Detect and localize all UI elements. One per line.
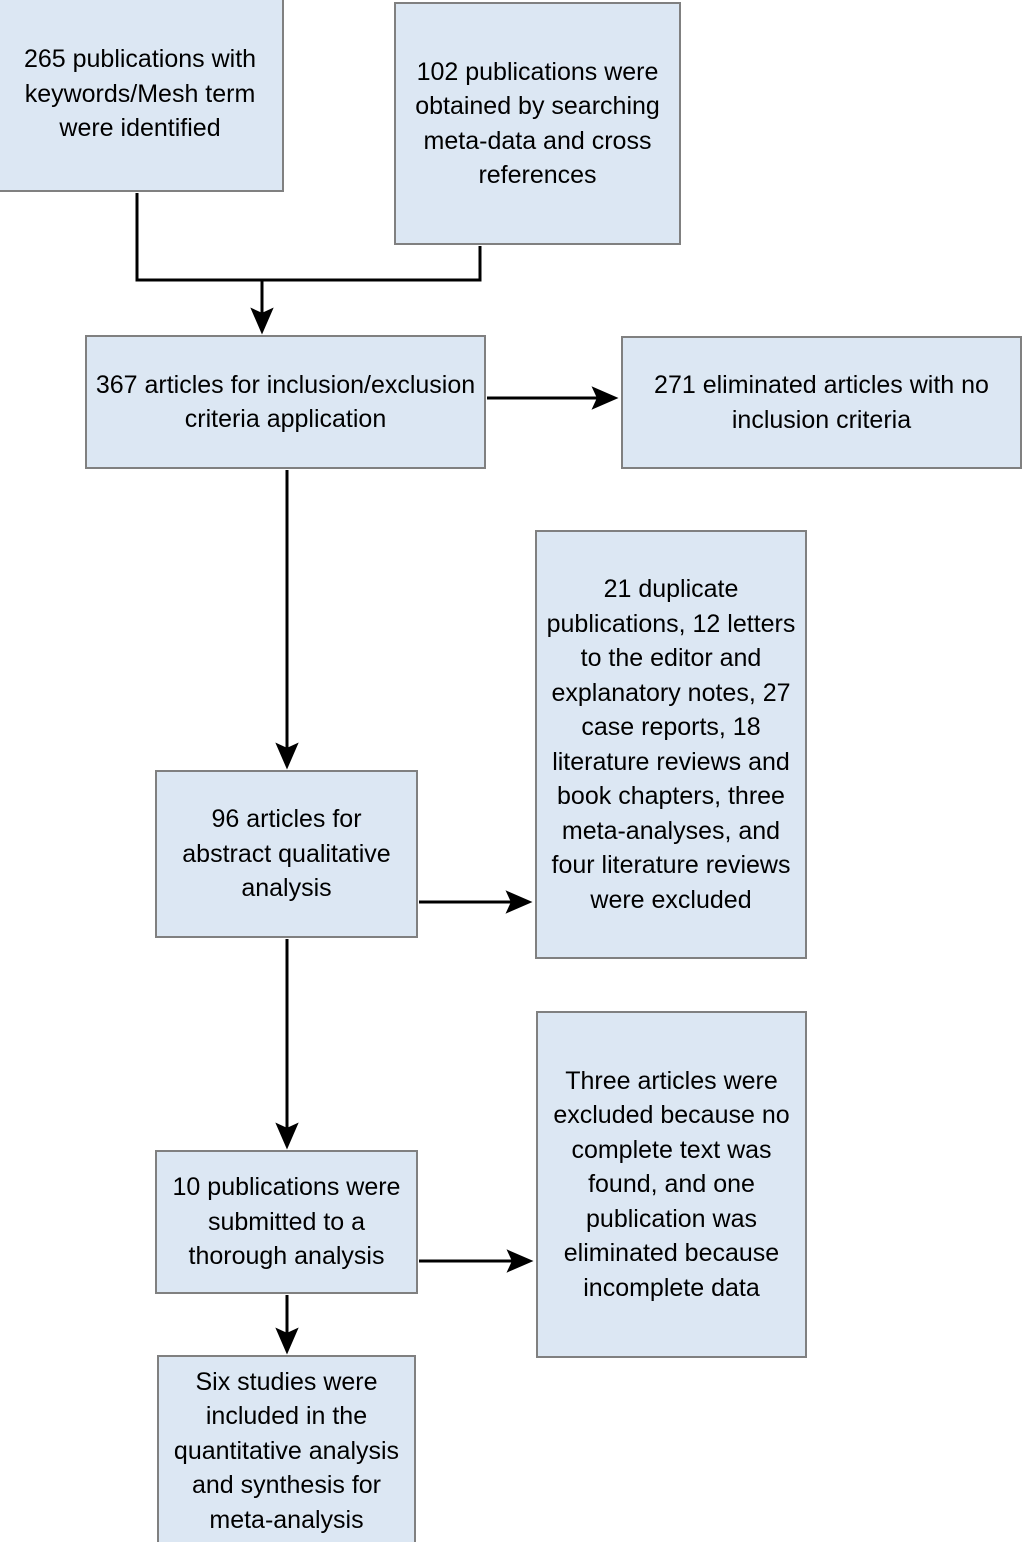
edge-identified-to-criteria <box>135 193 262 282</box>
node-excluded-full-text: Three articles were excluded because no … <box>536 1011 807 1358</box>
node-eliminated-articles: 271 eliminated articles with no inclusio… <box>621 336 1022 469</box>
node-included-studies: Six studies were included in the quantit… <box>157 1355 416 1542</box>
node-excluded-publication-types: 21 duplicate publications, 12 letters to… <box>535 530 807 959</box>
node-publications-metadata-search: 102 publications were obtained by search… <box>394 2 681 245</box>
node-thorough-analysis: 10 publications were submitted to a thor… <box>155 1150 418 1294</box>
node-abstract-qualitative-analysis: 96 articles for abstract qualitative ana… <box>155 770 418 938</box>
edge-metadata-to-criteria <box>262 246 482 282</box>
node-articles-inclusion-exclusion: 367 articles for inclusion/exclusion cri… <box>85 335 486 469</box>
node-publications-identified: 265 publications with keywords/Mesh term… <box>0 0 284 192</box>
